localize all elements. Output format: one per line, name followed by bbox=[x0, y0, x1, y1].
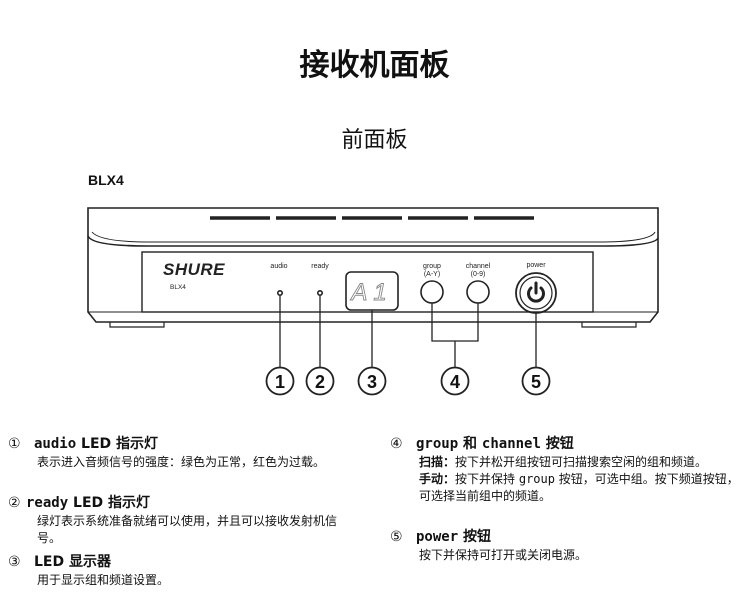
audio-label: audio bbox=[270, 263, 287, 270]
callout-4 bbox=[440, 366, 470, 396]
receiver-front-panel-diagram: SHURE BLX4 audio ready group (A-Y) chann… bbox=[87, 207, 659, 396]
item-heading-joiner: 和 bbox=[458, 436, 482, 452]
power-label: power bbox=[526, 262, 546, 269]
callout-number: 5 bbox=[531, 372, 541, 392]
group-range: (A-Y) bbox=[424, 271, 440, 278]
front-panel bbox=[141, 251, 594, 313]
manual-code: group bbox=[518, 472, 555, 486]
audio-led bbox=[276, 289, 283, 296]
shure-logo: SHURE bbox=[163, 260, 225, 279]
callout-lines bbox=[279, 296, 537, 367]
item-heading: 按钮 bbox=[458, 529, 492, 545]
power-icon bbox=[527, 281, 545, 303]
item-code: group bbox=[416, 436, 459, 452]
callout-3 bbox=[357, 366, 387, 396]
receiver-body bbox=[87, 236, 659, 323]
scan-text: 按下并松开组按钮可扫描搜索空闲的组和频道。 bbox=[455, 455, 708, 469]
item-description-scan: 扫描：按下并松开组按钮可扫描搜索空闲的组和频道。 bbox=[390, 454, 745, 471]
channel-label: channel bbox=[466, 263, 491, 270]
model-label: BLX4 bbox=[88, 172, 124, 188]
callout-5 bbox=[521, 366, 551, 396]
item-description: 绿灯表示系统准备就绪可以使用，并且可以接收发射机信号。 bbox=[37, 514, 338, 545]
item-code: power bbox=[416, 529, 459, 545]
section-subtitle: 前面板 bbox=[341, 128, 408, 153]
manual-label: 手动： bbox=[419, 472, 456, 486]
item-number: ⑤ bbox=[390, 529, 403, 545]
page-title: 接收机面板 bbox=[299, 48, 450, 83]
group-label: group bbox=[423, 263, 441, 270]
item-heading: 按钮 bbox=[540, 436, 574, 452]
item-led-display: ③ LED 显示器 用于显示组和频道设置。 bbox=[8, 552, 358, 589]
item-heading: LED 指示灯 bbox=[76, 436, 159, 452]
ready-led bbox=[316, 289, 323, 296]
item-description-manual: 手动：按下并保持 group 按钮，可选中组。按下频道按钮，可选择当前组中的频道… bbox=[390, 471, 745, 505]
callout-number: 2 bbox=[315, 372, 325, 392]
group-button[interactable] bbox=[420, 280, 444, 304]
panel-model: BLX4 bbox=[170, 284, 186, 291]
ready-label: ready bbox=[311, 263, 329, 270]
receiver-top-edge bbox=[87, 207, 659, 247]
item-description: 用于显示组和频道设置。 bbox=[37, 573, 170, 587]
item-heading: LED 指示灯 bbox=[68, 495, 151, 511]
item-group-channel-buttons: ④ group 和 channel 按钮 扫描：按下并松开组按钮可扫描搜索空闲的组… bbox=[390, 434, 745, 505]
callout-number: 4 bbox=[450, 372, 460, 392]
item-description: 按下并保持可打开或关闭电源。 bbox=[419, 548, 588, 562]
item-number: ④ bbox=[390, 436, 403, 452]
display-value: A1 bbox=[349, 279, 392, 306]
callout-1 bbox=[265, 366, 295, 396]
callout-2 bbox=[305, 366, 335, 396]
scan-label: 扫描： bbox=[419, 455, 456, 469]
item-number: ① bbox=[8, 436, 21, 452]
manual-text: 按下并保持 bbox=[455, 472, 519, 486]
callout-number: 1 bbox=[275, 372, 285, 392]
item-code: channel bbox=[481, 436, 541, 452]
item-power-button: ⑤ power 按钮 按下并保持可打开或关闭电源。 bbox=[390, 527, 745, 564]
manual-text: 按钮，可选中组。按下频道按钮，可选择当前组中的频道。 bbox=[419, 472, 739, 503]
channel-range: (0-9) bbox=[471, 271, 486, 278]
item-number: ③ bbox=[8, 554, 21, 570]
item-code: audio bbox=[34, 436, 77, 452]
item-number: ② bbox=[8, 495, 21, 511]
item-audio-led: ① audio LED 指示灯 表示进入音频信号的强度：绿色为正常，红色为过载。 bbox=[8, 434, 358, 471]
item-ready-led: ② ready LED 指示灯 绿灯表示系统准备就绪可以使用，并且可以接收发射机信… bbox=[8, 493, 358, 547]
channel-button[interactable] bbox=[466, 280, 490, 304]
item-description: 表示进入音频信号的强度：绿色为正常，红色为过载。 bbox=[37, 455, 326, 469]
item-code: ready bbox=[26, 495, 69, 511]
item-heading: LED 显示器 bbox=[34, 554, 111, 570]
callout-number: 3 bbox=[367, 372, 377, 392]
